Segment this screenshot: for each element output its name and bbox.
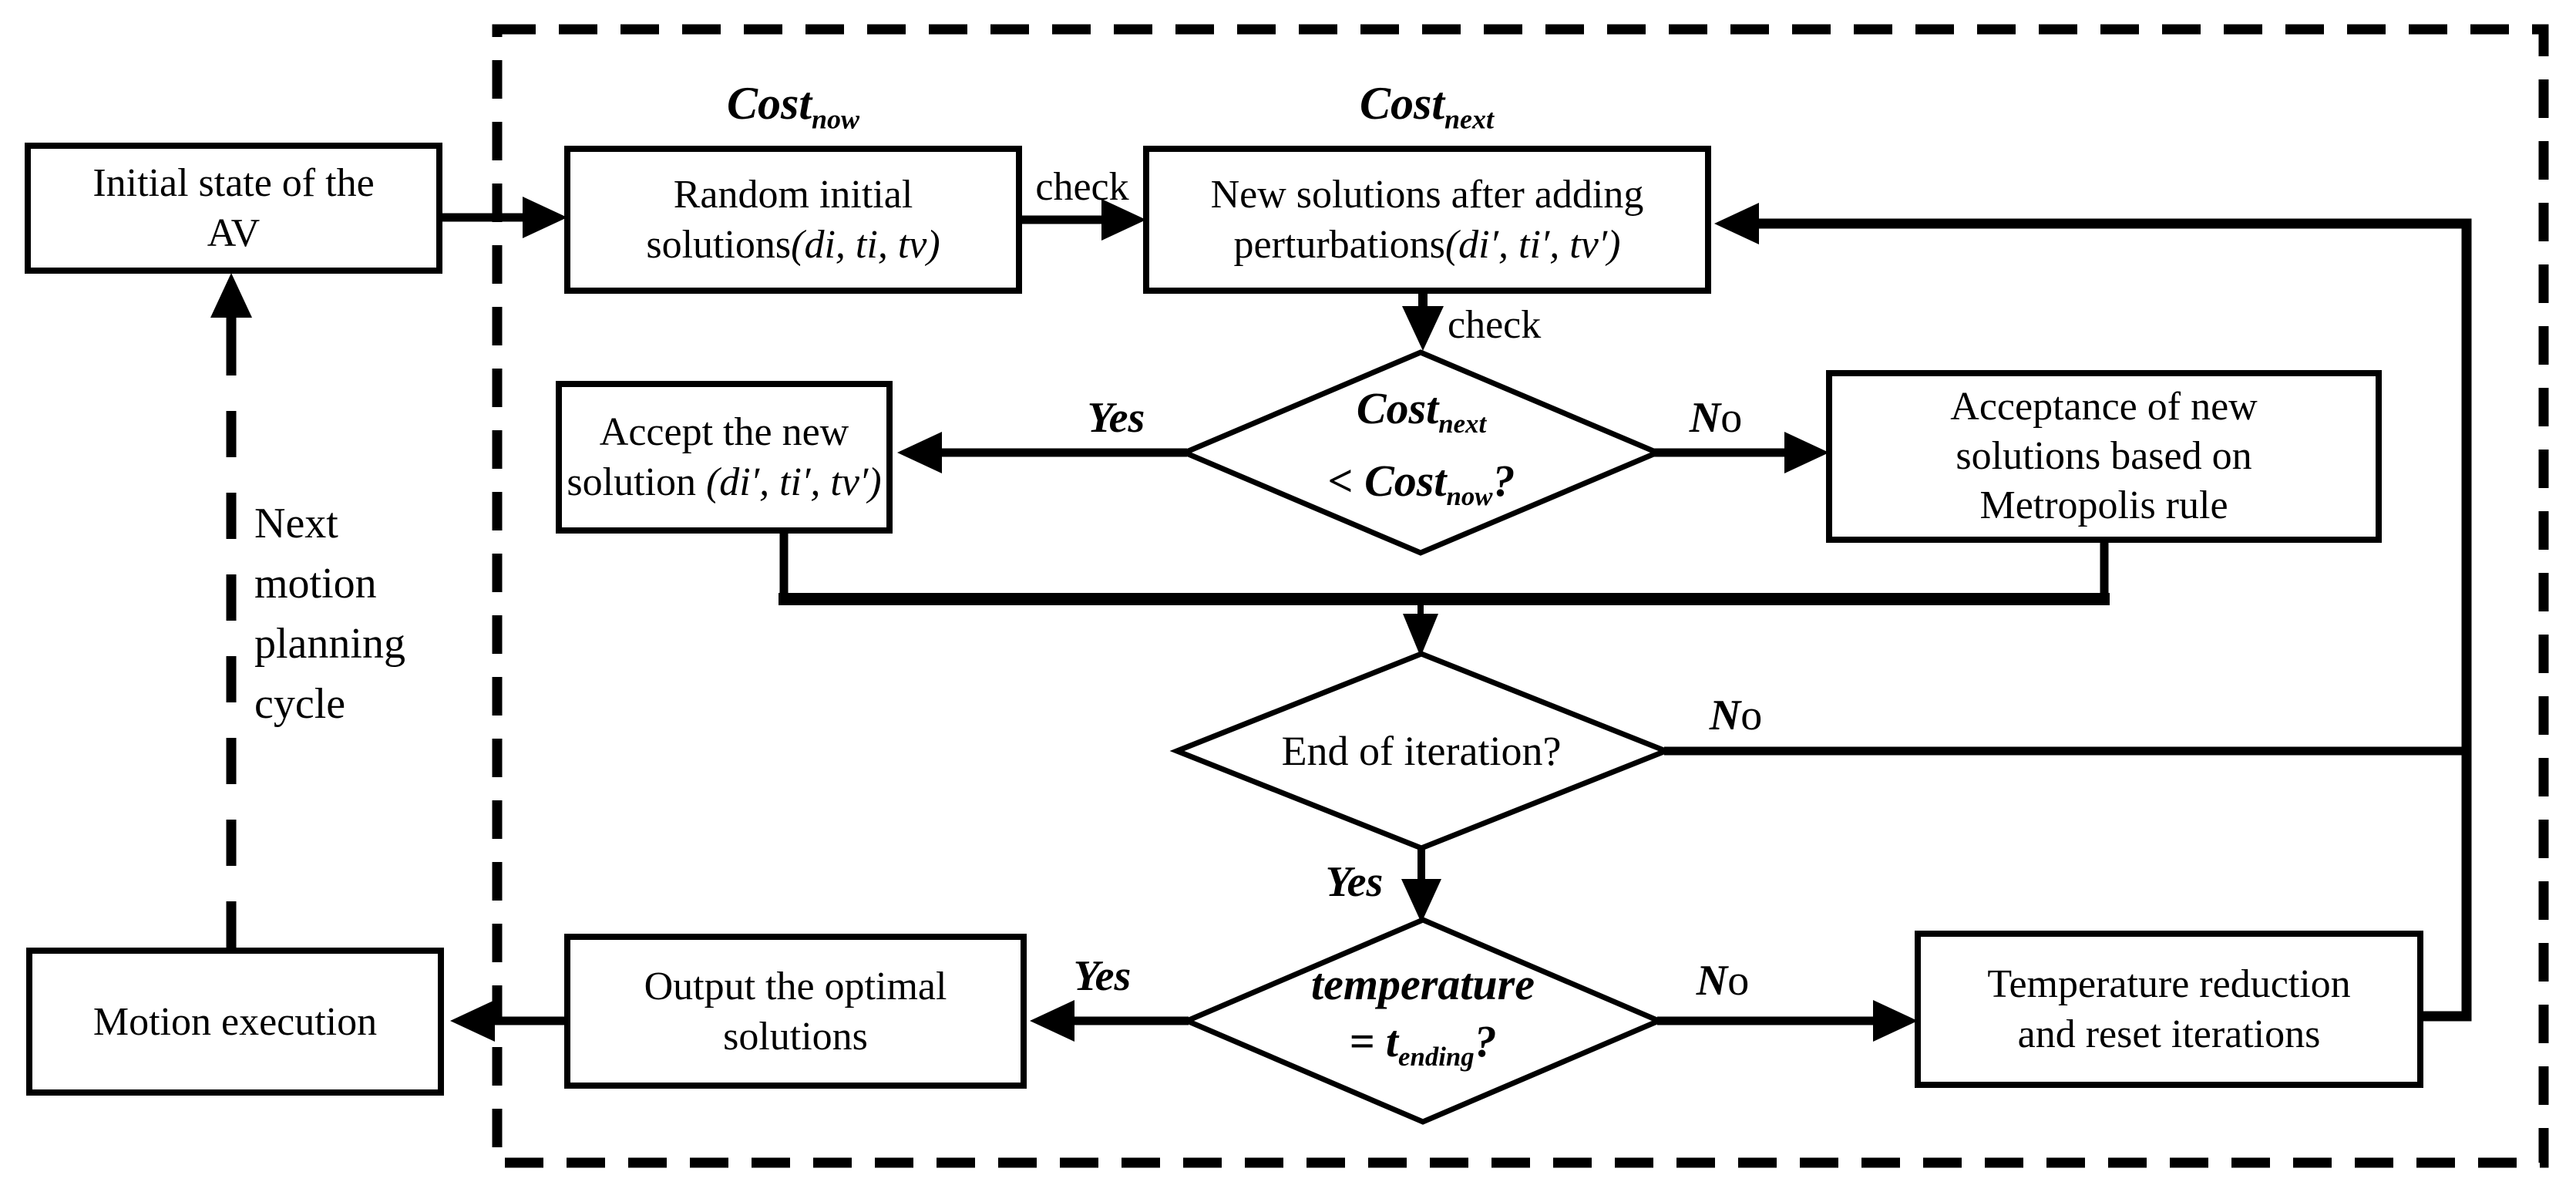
- cost-compare-line2-sub: now: [1446, 481, 1493, 512]
- cost-compare-line2-main: Cost: [1364, 456, 1447, 506]
- box-initial-state-line1: Initial state of the: [92, 161, 375, 205]
- box-initial-state: Initial state of the AV: [25, 143, 442, 274]
- arrowhead-into-random: [523, 197, 567, 238]
- cost-next-label: Costnext: [1196, 77, 1658, 136]
- box-metropolis: Acceptance of new solutions based on Met…: [1826, 370, 2382, 543]
- no-label-cost-n: N: [1689, 394, 1721, 442]
- yes-label-iteration: Yes: [1325, 858, 1384, 906]
- no-label-temperature: No: [1646, 956, 1800, 1005]
- check-label-new: check: [1448, 303, 1542, 347]
- box-new-solutions-line1: New solutions after adding: [1210, 173, 1644, 217]
- no-label-cost-o: o: [1720, 394, 1743, 442]
- diamond-temperature-label: temperature = tending?: [1192, 938, 1654, 1104]
- arrowhead-into-motion: [450, 1000, 495, 1042]
- cost-compare-line1-sub: next: [1438, 409, 1487, 439]
- diamond-cost-compare: [1178, 349, 1664, 556]
- no-label-iteration: No: [1659, 691, 1813, 740]
- arrowhead-into-metropolis: [1784, 432, 1829, 473]
- cost-now-main: Cost: [726, 78, 812, 129]
- box-new-solutions-line2-text: perturbations: [1233, 223, 1445, 267]
- next-cycle-line4: cycle: [254, 680, 346, 728]
- cost-compare-question-mark: ?: [1492, 456, 1515, 506]
- cost-compare-line1: Costnext: [1357, 380, 1486, 453]
- yes-label-temperature: Yes: [1073, 952, 1132, 1000]
- arrowhead-into-accept: [897, 432, 942, 473]
- cost-compare-lt-sign: <: [1327, 456, 1365, 506]
- diamond-end-iteration: [1169, 651, 1673, 851]
- box-random-initial-line2-text: solutions: [646, 223, 792, 267]
- arrowhead-into-iteration: [1403, 614, 1438, 657]
- temperature-t-symbol: t: [1385, 1015, 1399, 1066]
- box-accept-solution: Accept the new solution (di′, ti′, tv′): [556, 381, 893, 534]
- temperature-eq-sign: =: [1349, 1015, 1386, 1066]
- box-temperature-reduction: Temperature reduction and reset iteratio…: [1915, 931, 2423, 1088]
- cost-compare-line2: < Costnow?: [1328, 453, 1515, 525]
- box-accept-solution-line2-text: solution: [567, 460, 706, 504]
- diamond-cost-compare-label: Costnext < Costnow?: [1190, 368, 1653, 537]
- box-motion-execution: Motion execution: [26, 948, 444, 1096]
- arrowhead-into-costcheck: [1402, 306, 1444, 351]
- diamond-temperature-check: [1180, 917, 1666, 1125]
- temperature-line2: = tending?: [1349, 1013, 1496, 1086]
- arrowhead-feedback-into-new: [1714, 203, 1759, 244]
- arrowhead-into-tempreduction: [1873, 1000, 1918, 1042]
- arrowhead-into-temperature: [1401, 879, 1441, 923]
- box-new-solutions-line2: perturbations(di′, ti′, tv′): [1233, 220, 1620, 270]
- box-metropolis-line3: Metropolis rule: [1979, 483, 2228, 527]
- no-label-iteration-o: o: [1740, 692, 1763, 739]
- cost-next-sub: next: [1444, 103, 1495, 135]
- box-new-solutions-line2-math: (di′, ti′, tv′): [1444, 223, 1621, 267]
- cost-compare-line1-main: Cost: [1356, 382, 1439, 433]
- diamond-end-iteration-label: End of iteration?: [1190, 712, 1653, 790]
- box-initial-state-line2: AV: [207, 211, 261, 255]
- dashed-module-border: [492, 24, 2549, 1168]
- arrowhead-into-initial: [210, 273, 252, 318]
- next-cycle-note: Next motion planning cycle: [254, 493, 509, 734]
- cost-next-main: Cost: [1359, 78, 1445, 129]
- no-label-iteration-n: N: [1709, 692, 1741, 739]
- temperature-t-sub: ending: [1398, 1042, 1475, 1072]
- box-accept-solution-line1: Accept the new: [599, 410, 849, 454]
- box-random-initial-line2-math: (di, ti, tv): [791, 223, 940, 267]
- box-random-initial-line1: Random initial: [673, 173, 913, 217]
- feedback-loop-line: [1759, 218, 2472, 1022]
- box-output-optimal-line1: Output the optimal: [644, 964, 947, 1008]
- box-random-initial-line2: solutions(di, ti, tv): [646, 220, 940, 270]
- box-output-optimal: Output the optimal solutions: [564, 934, 1027, 1089]
- temperature-question-mark: ?: [1474, 1015, 1497, 1066]
- next-cycle-line1: Next: [254, 500, 338, 547]
- no-label-temperature-n: N: [1696, 957, 1728, 1005]
- box-metropolis-line2: solutions based on: [1956, 434, 2252, 478]
- arrowhead-into-output: [1030, 1000, 1074, 1042]
- check-label-initial: check: [1035, 165, 1129, 209]
- box-metropolis-line1: Acceptance of new: [1950, 385, 2258, 429]
- box-output-optimal-line2: solutions: [723, 1014, 868, 1059]
- end-iteration-text: End of iteration?: [1281, 728, 1562, 774]
- cost-now-sub: now: [812, 103, 860, 135]
- no-label-temperature-o: o: [1727, 957, 1750, 1005]
- no-label-cost: No: [1639, 393, 1793, 443]
- box-temperature-reduction-line2: and reset iterations: [2017, 1012, 2321, 1056]
- yes-label-cost: Yes: [1087, 394, 1145, 442]
- next-cycle-line3: planning: [254, 620, 405, 668]
- box-accept-solution-line2-math: (di′, ti′, tv′): [705, 460, 882, 504]
- box-random-initial: Random initial solutions(di, ti, tv): [564, 146, 1022, 294]
- box-motion-execution-line1: Motion execution: [92, 999, 378, 1044]
- cost-now-label: Costnow: [562, 77, 1024, 136]
- box-accept-solution-line2: solution (di′, ti′, tv′): [567, 457, 881, 507]
- temperature-line1: temperature: [1311, 958, 1535, 1009]
- box-new-solutions: New solutions after adding perturbations…: [1143, 146, 1711, 294]
- box-temperature-reduction-line1: Temperature reduction: [1987, 962, 2351, 1006]
- next-cycle-line2: motion: [254, 560, 377, 608]
- arrowhead-into-new: [1101, 199, 1146, 241]
